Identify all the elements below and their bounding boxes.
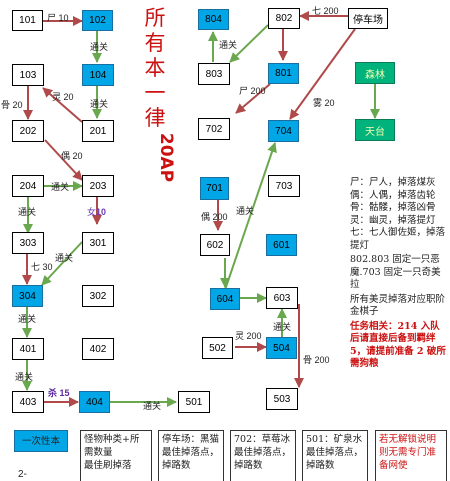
room-503: 503 — [266, 388, 298, 410]
link-label-spirit-200: 灵 200 — [235, 331, 262, 341]
title-char: 一 — [144, 81, 166, 105]
title-char: 本 — [144, 56, 166, 80]
link-parking-704 — [289, 28, 356, 120]
link-label-woman-10: 女10 — [87, 207, 107, 217]
title-char: 所 — [144, 6, 166, 30]
room-rooftop: 天台 — [355, 119, 395, 141]
room-101: 101 — [12, 10, 43, 31]
link-801-702 — [235, 83, 271, 114]
link-label-kill-15: 杀 15 — [48, 388, 70, 398]
link-label-pass: 通关 — [51, 182, 70, 192]
link-label-pass: 通关 — [15, 372, 34, 382]
room-801: 801 — [268, 63, 299, 84]
room-501: 501 — [178, 391, 210, 413]
room-forest: 森林 — [355, 62, 395, 84]
link-label-pass: 通关 — [143, 401, 162, 411]
link-label-seven-200: 七 200 — [312, 6, 339, 16]
link-201-202 — [42, 87, 83, 123]
room-502: 502 — [202, 337, 233, 359]
room-404: 404 — [79, 391, 110, 413]
room-parking: 停车场 — [348, 8, 388, 29]
legend-fixed-enemies: 802.803 固定一只恶魔.703 固定一只奇美拉 — [350, 254, 441, 290]
room-304: 304 — [12, 285, 43, 307]
link-label-puppet-200: 偶 200 — [201, 212, 228, 222]
room-204: 204 — [12, 175, 44, 197]
bottom-cut-text: 2- — [18, 469, 27, 480]
key-one-time-node: 一次性本 — [14, 430, 68, 452]
link-label-corpse-200: 尸 200 — [239, 86, 266, 96]
room-704: 704 — [268, 120, 299, 142]
room-102: 102 — [82, 10, 113, 31]
note-702: 702：草莓冰最佳掉落点，掉路数 — [230, 430, 296, 481]
room-402: 402 — [82, 338, 114, 360]
room-401: 401 — [12, 338, 44, 360]
title-char: 律 — [144, 106, 166, 130]
room-701: 701 — [200, 177, 229, 200]
link-label-pass: 通关 — [219, 40, 238, 50]
room-202: 202 — [12, 120, 44, 142]
room-203: 203 — [82, 175, 114, 197]
link-label-spirit-20: 灵 20 — [52, 92, 74, 102]
link-label-seven-30: 七 30 — [31, 262, 53, 272]
title-char: 有 — [144, 31, 166, 55]
room-601: 601 — [266, 234, 297, 256]
room-201: 201 — [82, 120, 114, 142]
room-303: 303 — [12, 232, 44, 254]
link-label-puppet-20: 偶 20 — [61, 151, 83, 161]
link-label-bone-20: 骨 20 — [1, 100, 23, 110]
room-104: 104 — [82, 64, 114, 86]
room-302: 302 — [82, 285, 114, 307]
link-label-fog-20: 雾 20 — [313, 98, 335, 108]
legend-monsters: 尸：尸人，掉落煤灰偶：人偶，掉落齿轮骨：骷髅，掉落凶骨灵：幽灵，掉落提灯七：七人… — [350, 177, 446, 251]
room-603: 603 — [266, 287, 298, 309]
link-label-pass: 通关 — [55, 253, 74, 263]
room-804: 804 — [198, 9, 229, 30]
room-802: 802 — [268, 8, 300, 29]
note-parking: 停车场：黑猫最佳掉落点，掉路数 — [158, 430, 224, 481]
legend-quest-note: 任务相关：214 入队后请直接后备到羁绊 5，请提前准备 2 破所需狗粮 — [350, 320, 446, 370]
room-602: 602 — [200, 234, 230, 256]
room-803: 803 — [198, 63, 230, 85]
link-301-304 — [41, 241, 83, 286]
room-702: 702 — [198, 118, 230, 140]
legend-drops: 所有美灵掉落对应职阶金棋子 — [350, 293, 446, 318]
note-501: 501：矿泉水最佳掉落点，掉路数 — [302, 430, 368, 481]
link-202-203 — [44, 139, 83, 181]
room-703: 703 — [268, 175, 300, 197]
title-ap-cost: 20AP — [156, 132, 177, 183]
link-label-corpse-10: 尸 10 — [47, 13, 69, 23]
link-label-pass: 通关 — [236, 206, 255, 216]
link-802-803 — [229, 24, 269, 63]
note-unlock: 若无解锁说明则无需专门准备网使 — [375, 430, 447, 481]
room-301: 301 — [82, 232, 114, 254]
link-label-pass: 通关 — [18, 314, 37, 324]
key-monster-info: 怪物种类+所需数量 最佳刷掉落 — [80, 430, 152, 481]
link-label-bone-200: 骨 200 — [303, 355, 330, 365]
link-label-pass: 通关 — [90, 99, 109, 109]
page-title: 所 有 本 一 律 20AP — [141, 6, 177, 182]
room-403: 403 — [12, 391, 44, 413]
room-504: 504 — [266, 337, 297, 359]
link-label-pass: 通关 — [273, 322, 292, 332]
room-103: 103 — [12, 64, 44, 86]
monster-legend: 尸：尸人，掉落煤灰偶：人偶，掉落齿轮骨：骷髅，掉落凶骨灵：幽灵，掉落提灯七：七人… — [350, 177, 448, 373]
link-604-704 — [224, 142, 277, 291]
room-604: 604 — [210, 288, 240, 310]
link-label-pass: 通关 — [18, 207, 37, 217]
link-label-pass: 通关 — [90, 42, 109, 52]
